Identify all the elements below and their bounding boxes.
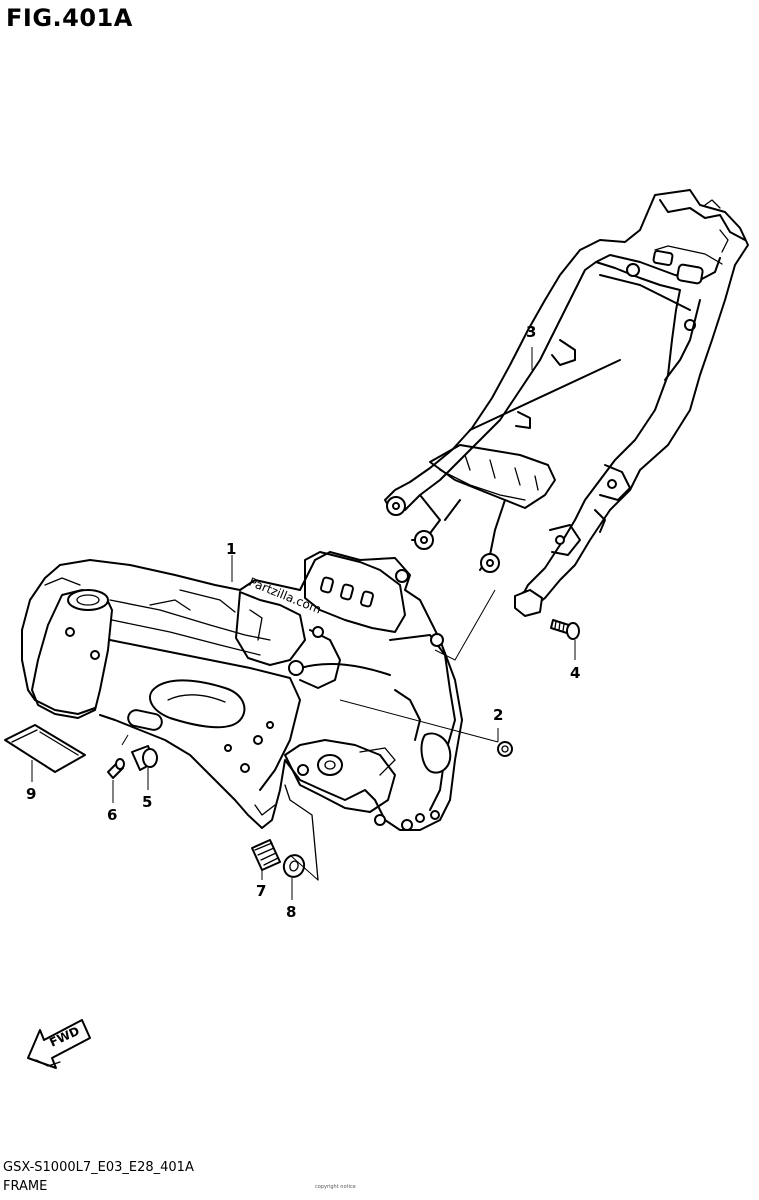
callout-3: 3 <box>526 323 537 341</box>
callout-1: 1 <box>226 540 237 558</box>
part-7-stud <box>251 839 281 871</box>
figure-title: FIG.401A <box>6 4 133 32</box>
callout-8: 8 <box>286 903 297 921</box>
callout-9: 9 <box>26 785 37 803</box>
callout-7: 7 <box>256 882 267 900</box>
leader-lines <box>31 347 576 900</box>
callout-5: 5 <box>142 793 153 811</box>
part-9-label <box>4 724 86 773</box>
callout-6: 6 <box>107 806 118 824</box>
callout-4: 4 <box>570 664 581 682</box>
part-6-bolt <box>107 758 125 779</box>
part-5-collar <box>131 745 158 771</box>
main-frame: Partzilla.com <box>21 551 463 881</box>
fine-print: copyright notice <box>315 1184 356 1190</box>
rear-subframe <box>384 189 749 611</box>
part-8-nut <box>282 854 306 878</box>
fwd-arrow-icon: FWD <box>27 1019 91 1069</box>
figure-code: GSX-S1000L7_E03_E28_401A <box>3 1160 194 1175</box>
watermark-text: Partzilla.com <box>247 575 323 617</box>
part-4-bolt <box>514 589 580 640</box>
callout-2: 2 <box>493 706 504 724</box>
part-2-bolt <box>497 741 513 757</box>
figure-name: FRAME <box>3 1179 48 1194</box>
